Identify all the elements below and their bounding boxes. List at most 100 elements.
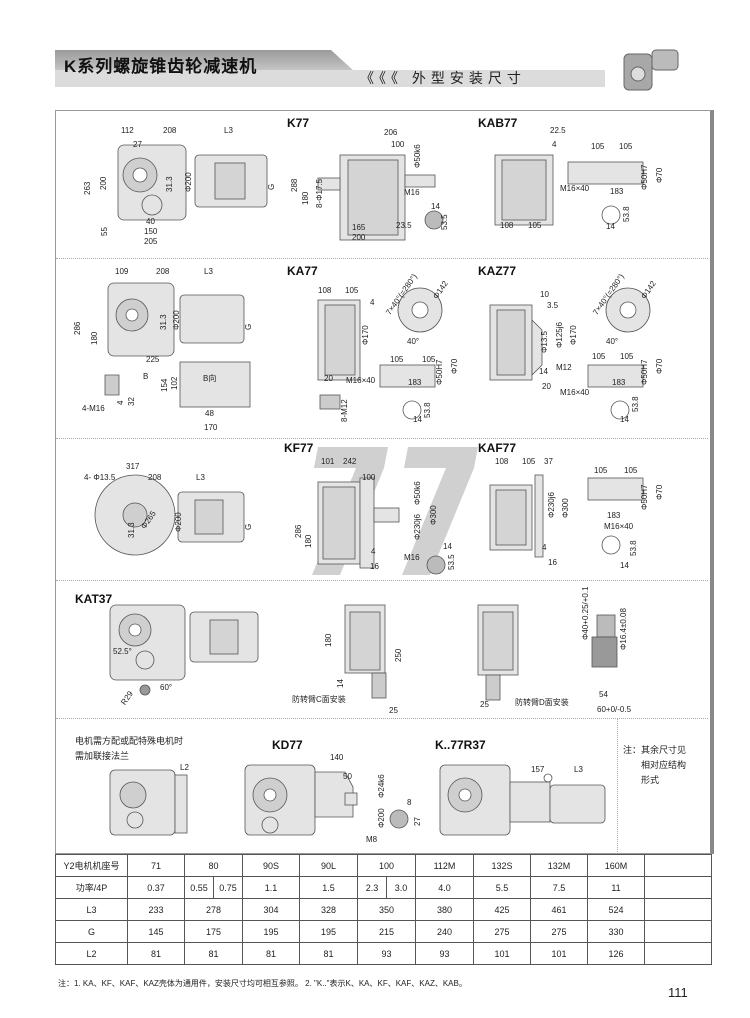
cell: 215 [357, 920, 416, 943]
dimension-label: Φ70 [655, 358, 664, 374]
cell: 275 [473, 920, 531, 943]
cell: 195 [242, 920, 300, 943]
kd77-view [244, 764, 409, 836]
cell: 81 [299, 942, 358, 965]
cell: 101 [530, 942, 588, 965]
dimension-label: 40° [407, 337, 420, 346]
header-cell: Y2电机机座号 [55, 854, 128, 877]
dimension-label: 40° [606, 337, 619, 346]
dimension-label: 109 [115, 267, 129, 276]
dimension-label: 40 [146, 217, 155, 226]
cell: 0.37 [127, 876, 185, 899]
dimension-label: 317 [126, 462, 140, 471]
dimension-label: 200 [352, 233, 366, 242]
dimension-label: Φ40+0.25/+0.1 [581, 586, 590, 640]
dimension-label: 183 [607, 511, 621, 520]
dimension-label: 48 [205, 409, 214, 418]
watermark-digit-seven [402, 447, 478, 575]
dimension-label: 53.8 [631, 396, 640, 412]
dimension-label: G [244, 523, 253, 530]
table-row: 功率/4P 0.37 0.55 0.75 1.1 1.5 2.3 3.0 4.0… [55, 876, 712, 899]
dimension-label: 157 [531, 765, 545, 774]
kaf77-views [489, 474, 644, 558]
cell: 304 [242, 898, 300, 921]
dimension-label: 180 [304, 534, 313, 548]
dimension-label: 25 [480, 700, 489, 709]
dimension-label: 31.3 [127, 522, 136, 538]
kf77-side-view [94, 474, 245, 556]
row-label: L3 [55, 898, 128, 921]
dimension-label: Φ70 [655, 484, 664, 500]
dimension-label: Φ50k6 [413, 481, 422, 505]
kf77-front-view [317, 477, 446, 575]
dimension-label: 105 [528, 221, 542, 230]
dimension-label: 105 [624, 466, 638, 475]
dimension-label: 27 [133, 140, 142, 149]
dimension-label: 4-M16 [82, 404, 105, 413]
cell: 5.5 [473, 876, 531, 899]
ka77-side-view [104, 282, 251, 408]
title-k77: K77 [287, 116, 310, 130]
dimension-label: 14 [620, 561, 629, 570]
dimension-label: 14 [606, 222, 615, 231]
dimension-label: 14 [620, 415, 629, 424]
dimension-label: M8 [366, 835, 378, 844]
dimension-label: 8-Φ17.5 [315, 178, 324, 208]
dimension-label: 208 [148, 473, 162, 482]
flange-note-line: 电机需方配或配特殊电机时 [75, 736, 184, 746]
header-cell: 132S [473, 854, 531, 877]
dimension-label: 防转臂D面安装 [515, 698, 569, 707]
dimension-label: 53.8 [423, 402, 432, 418]
row-divider [56, 580, 708, 581]
dimension-label: 102 [170, 376, 179, 390]
flange-note: 电机需方配或配特殊电机时 需加联接法兰 [75, 734, 183, 764]
dimension-label: 14 [431, 202, 440, 211]
kab77-views [494, 154, 644, 226]
dimension-label: Φ200 [172, 310, 181, 330]
header-cell: 100 [357, 854, 416, 877]
dimension-label: Φ170 [361, 325, 370, 345]
dimension-label: 4- Φ13.5 [84, 473, 116, 482]
dimension-label: 16 [548, 558, 557, 567]
dimension-label: 14 [443, 542, 452, 551]
dimension-label: M16×40 [560, 184, 590, 193]
dimension-label: 4 [370, 298, 375, 307]
dimension-label: 105 [592, 352, 606, 361]
table-row: Y2电机机座号 71 80 90S 90L 100 112M 132S 132M… [55, 854, 712, 877]
side-note-line: 形式 [641, 775, 660, 785]
dimension-label: 206 [384, 128, 398, 137]
empty-cell [644, 920, 712, 943]
title-kd77: KD77 [272, 738, 303, 752]
dimension-label: 20 [324, 374, 333, 383]
dimension-label: 105 [345, 286, 359, 295]
dimension-label: Φ125j6 [555, 322, 564, 348]
empty-cell [644, 942, 712, 965]
cell: 11 [587, 876, 645, 899]
dimension-label: L3 [574, 765, 583, 774]
dimension-label: L3 [196, 473, 205, 482]
empty-cell [644, 854, 712, 877]
dimension-label: 105 [591, 142, 605, 151]
dimension-label: Φ200 [184, 172, 193, 192]
dimension-label: 8 [407, 798, 412, 807]
header-band-light [55, 70, 605, 87]
empty-cell [644, 876, 712, 899]
torque-arm-c-view [344, 604, 387, 699]
dimension-label: G [267, 183, 276, 190]
page-title: K系列螺旋锥齿轮减速机 [64, 57, 258, 76]
dimension-label: Φ230j6 [413, 514, 422, 540]
k77-side-view [117, 144, 268, 221]
cell: 195 [299, 920, 358, 943]
cell: 524 [587, 898, 645, 921]
row-label: G [55, 920, 128, 943]
row-divider [56, 718, 708, 719]
dimension-label: L3 [224, 126, 233, 135]
dimension-label: M16×40 [604, 522, 634, 531]
dimension-label: 4 [542, 543, 547, 552]
k77r37-view [439, 764, 606, 836]
title-kab77: KAB77 [478, 116, 518, 130]
header-cell: 132M [530, 854, 588, 877]
